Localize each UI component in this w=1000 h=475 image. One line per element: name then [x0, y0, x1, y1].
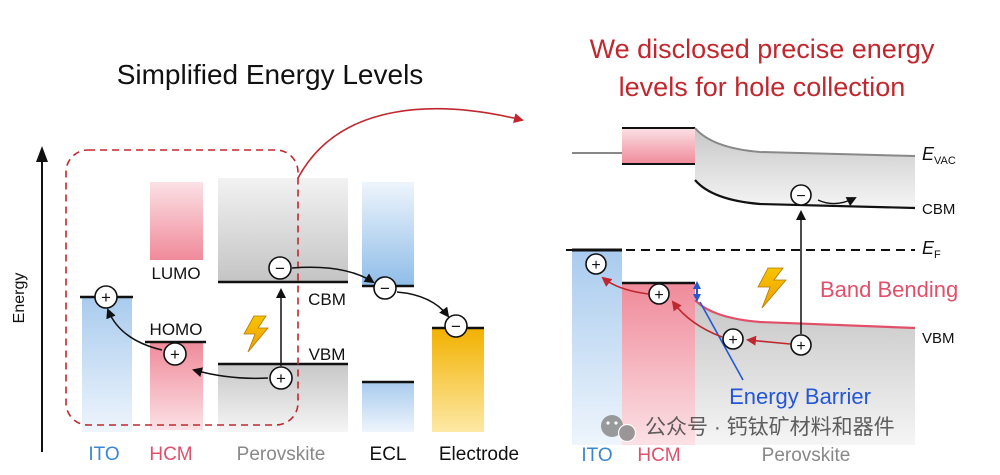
wechat-icon-bubble-small	[617, 423, 637, 443]
right-ef-label-main: E	[922, 238, 935, 258]
right-evac-curve	[694, 127, 916, 157]
right-label-ito: ITO	[581, 445, 612, 466]
right-ef-label: EF	[922, 238, 941, 261]
left-perovskite-hole-sign: +	[276, 369, 286, 388]
zoom-connector-arrow	[297, 108, 524, 179]
left-perovskite-electron-sign: −	[275, 259, 285, 278]
right-vbm-hole-sign: +	[796, 338, 805, 355]
right-evac-label-sub: VAC	[934, 155, 956, 167]
right-drift-hole	[722, 328, 744, 350]
right-electron-drift-arrow	[817, 197, 857, 207]
wechat-watermark: 公众号 · 钙钛矿材料和器件	[601, 415, 895, 443]
right-cbm-curve	[694, 179, 916, 210]
right-evac-label-main: E	[922, 144, 935, 164]
energy-axis-arrowhead	[36, 146, 48, 162]
left-ecl-electron	[373, 276, 397, 300]
right-hcm-hole	[648, 283, 670, 305]
left-title: Simplified Energy Levels	[117, 59, 424, 90]
wechat-icon-eye-1	[606, 421, 610, 425]
right-perovskite-gap-band	[695, 128, 915, 208]
right-hcm-bottom-band	[622, 283, 695, 445]
left-electrode-band	[432, 328, 484, 432]
energy-axis-label: Energy	[11, 273, 28, 324]
left-cbm-label: CBM	[308, 290, 346, 309]
left-vbm-label: VBM	[309, 345, 346, 364]
left-hole-transfer-arrow-1	[192, 367, 269, 380]
right-drift-hole-sign: +	[728, 332, 737, 349]
left-hcm-lumo-band	[150, 182, 203, 260]
left-hcm-hole-sign: +	[170, 345, 180, 364]
right-title-line2: levels for hole collection	[619, 72, 906, 102]
left-perovskite-hole	[269, 366, 293, 390]
right-evac-label: EVAC	[922, 144, 956, 167]
left-ecl-cb-band	[362, 182, 414, 286]
left-label-hcm: HCM	[149, 444, 192, 465]
left-label-ecl: ECL	[370, 444, 407, 465]
band-bending-label: Band Bending	[820, 277, 958, 302]
right-hcm-hole-sign: +	[654, 287, 663, 304]
wechat-icon-eye-2	[614, 421, 618, 425]
left-hole-transfer-arrow-2	[106, 308, 163, 351]
right-band-bending-curve	[694, 299, 916, 330]
right-ito-hole-sign: +	[591, 257, 600, 274]
left-ito-hole	[94, 285, 118, 309]
right-ef-label-sub: F	[934, 249, 941, 261]
left-label-perovskite: Perovskite	[237, 444, 326, 465]
left-electrode-electron-sign: −	[451, 317, 461, 336]
left-electron-transfer-arrow-1	[291, 266, 375, 284]
lumo-label: LUMO	[151, 264, 200, 283]
right-vbm-hole	[790, 334, 812, 356]
right-ito-hole	[585, 253, 607, 275]
left-electron-transfer-arrow-2	[396, 291, 450, 318]
right-cbm-electron-sign: −	[796, 188, 805, 205]
wechat-icon-bubble-large	[601, 415, 623, 437]
energy-barrier-pointer	[699, 301, 744, 381]
right-lightning-icon	[757, 267, 787, 309]
left-highlight-box	[65, 149, 299, 426]
right-hole-arrow-1	[746, 335, 791, 346]
watermark-text: 公众号 · 钙钛矿材料和器件	[645, 416, 895, 439]
homo-label: HOMO	[150, 320, 203, 339]
right-cbm-electron	[790, 184, 812, 206]
right-label-hcm: HCM	[637, 445, 680, 466]
left-label-electrode: Electrode	[439, 444, 519, 465]
left-lightning-icon	[243, 315, 269, 353]
left-ecl-electron-sign: −	[380, 279, 390, 298]
right-vbm-label: VBM	[922, 330, 955, 347]
right-hole-arrow-2	[671, 300, 723, 338]
right-title-line1: We disclosed precise energy	[590, 34, 935, 64]
right-hcm-top-band	[622, 128, 695, 164]
right-label-perovskite: Perovskite	[762, 445, 851, 466]
left-ito-band	[82, 297, 132, 432]
left-ecl-vb-band	[362, 382, 414, 432]
left-ito-hole-sign: +	[101, 288, 111, 307]
left-label-ito: ITO	[88, 444, 119, 465]
right-cbm-label: CBM	[922, 201, 955, 218]
energy-barrier-label: Energy Barrier	[729, 384, 871, 409]
left-hcm-hole	[163, 342, 187, 366]
right-ito-band	[572, 250, 622, 445]
right-hole-arrow-3	[601, 276, 649, 295]
left-perovskite-cb-band-ext	[300, 178, 348, 282]
left-electrode-electron	[444, 314, 468, 338]
left-perovskite-electron	[268, 256, 292, 280]
